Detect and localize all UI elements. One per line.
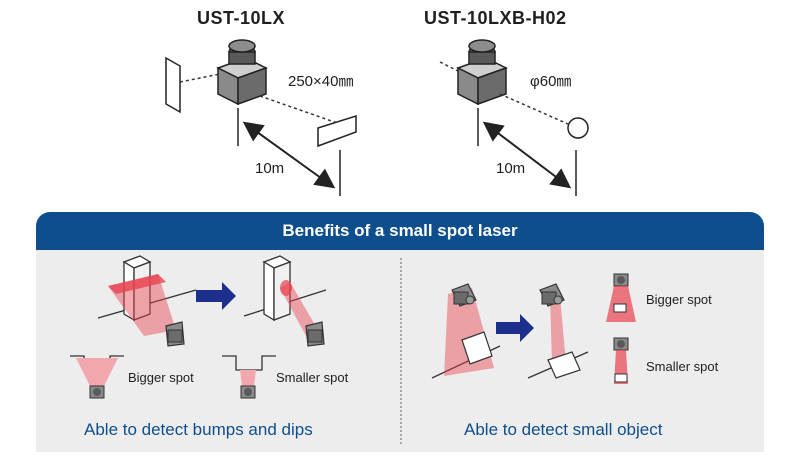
distance-arrow-right: [482, 121, 572, 189]
model-title-ust-10lxb-h02: UST-10LXB-H02: [424, 8, 567, 28]
bigger-spot-profile-left: [70, 355, 124, 399]
bigger-spot-label-right: Bigger spot: [646, 292, 712, 307]
smaller-spot-profile-right: [613, 337, 629, 384]
bigger-spot-label-left: Bigger spot: [128, 370, 194, 385]
sensor-icon-right: [456, 39, 508, 106]
smaller-spot-profile-left: [222, 355, 276, 399]
transition-arrow-icon-right: [496, 314, 534, 342]
panel-divider: [400, 258, 402, 444]
target-plate-left-rear: [165, 56, 181, 114]
caption-bumps-and-dips: Able to detect bumps and dips: [84, 420, 313, 439]
distance-arrow-left: [242, 121, 336, 189]
smaller-spot-label-right: Smaller spot: [646, 359, 719, 374]
spot-size-label-right: φ60㎜: [530, 73, 572, 90]
object-bigger-spot-illustration: [431, 283, 501, 379]
bigger-spot-profile-right: [606, 273, 636, 322]
caption-small-object: Able to detect small object: [464, 420, 663, 439]
model-title-ust-10lx: UST-10LX: [197, 8, 286, 28]
transition-arrow-icon-left: [196, 282, 236, 310]
banner-title: Benefits of a small spot laser: [282, 221, 518, 240]
sensor-icon-left: [216, 39, 268, 106]
benefits-banner: Benefits of a small spot laser: [36, 212, 764, 250]
object-smaller-spot-illustration: [527, 283, 589, 379]
spot-size-label-left: 250×40㎜: [288, 73, 354, 90]
bump-bigger-spot-illustration: [97, 255, 197, 347]
smaller-spot-label-left: Smaller spot: [276, 370, 349, 385]
bump-smaller-spot-illustration: [243, 255, 327, 347]
